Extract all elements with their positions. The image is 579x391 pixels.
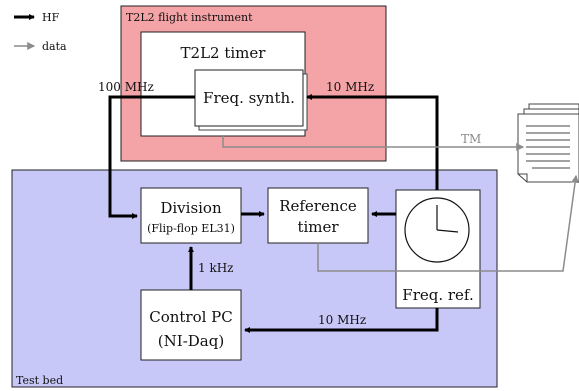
control-pc-line1: Control PC [149,308,233,326]
document-stack-icon [517,103,579,183]
instrument-title: T2L2 flight instrument [126,11,253,24]
signal-1khz-label: 1 kHz [198,261,234,275]
control-pc-box [140,289,242,361]
legend-data-label: data [42,40,67,53]
control-pc-line2: (NI-Daq) [158,332,224,350]
freqref-label: Freq. ref. [402,286,473,304]
clock-icon [404,197,470,263]
signal-10mhz-top-label: 10 MHz [326,80,374,94]
testbed-title: Test bed [16,374,63,387]
timer-title: T2L2 timer [181,44,267,62]
synth-box [194,69,304,127]
division-box [140,187,242,244]
signal-tm-label: TM [461,132,481,146]
synth-label: Freq. synth. [203,89,295,107]
reference-timer-line2: timer [297,218,339,236]
legend: HF data [14,11,67,53]
division-sublabel: (Flip-flop EL31) [147,222,235,235]
hf-100mhz-arrow [108,95,195,219]
hf-10mhz-top-arrow [306,94,439,190]
division-label: Division [160,199,222,217]
reference-timer-box [267,187,369,244]
reference-timer-line1: Reference [279,197,357,215]
legend-hf-label: HF [42,11,60,24]
signal-100mhz-label: 100 MHz [98,80,154,94]
signal-10mhz-bottom-label: 10 MHz [318,313,366,327]
data-tm-arrow [222,136,525,151]
hf-10mhz-bottom-arrow [244,308,439,333]
data-reference-to-docs-arrow [317,174,579,272]
